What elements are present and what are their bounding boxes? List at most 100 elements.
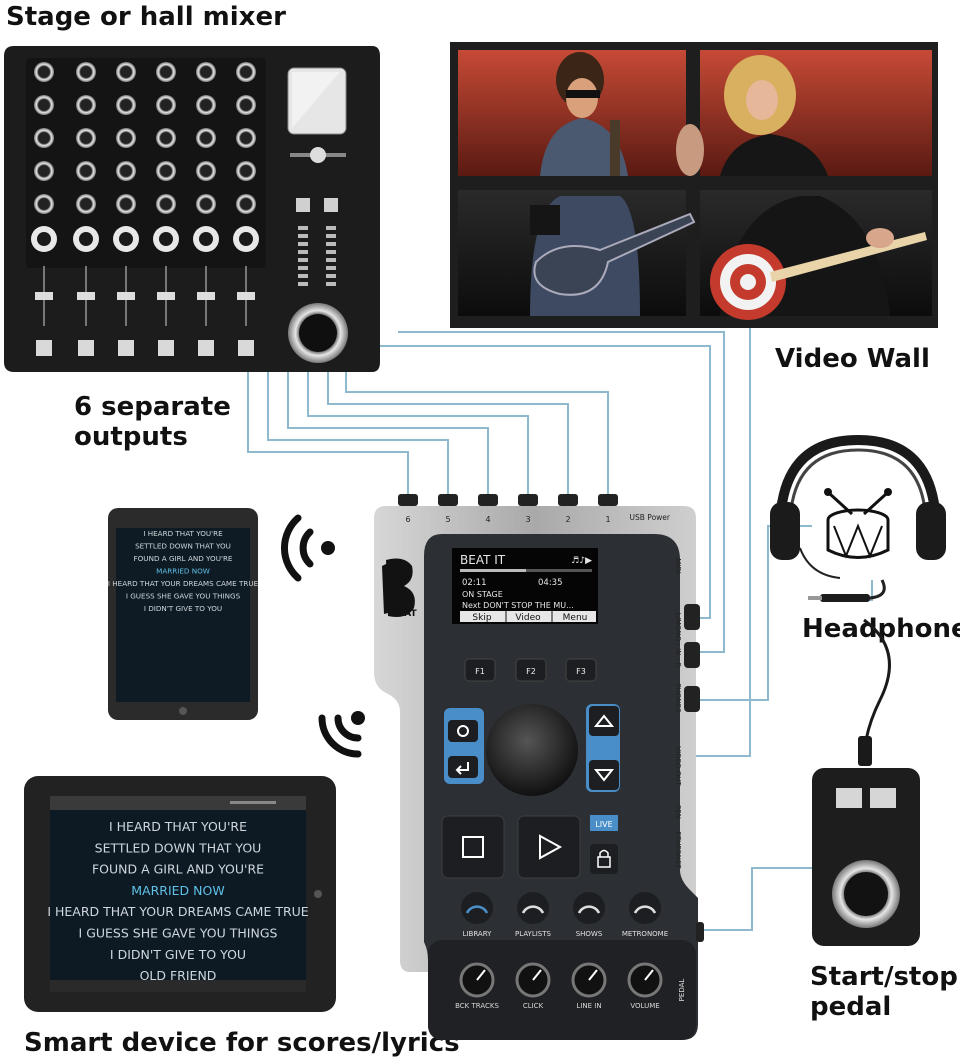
mixer-button [158, 340, 174, 356]
mixer-channel [233, 62, 259, 356]
video-screen-bottom-left [458, 190, 696, 316]
mixer-fader [35, 292, 53, 300]
function-button[interactable]: SHOWS [573, 892, 605, 938]
lyric-line: FOUND A GIRL AND YOU'RE [92, 862, 264, 877]
mixer-button [118, 340, 134, 356]
function-button-label: PLAYLISTS [515, 930, 551, 938]
mixer-channel [193, 62, 219, 356]
mixer-button [36, 340, 52, 356]
f-key-button[interactable]: F3 [565, 658, 597, 682]
output-jack [478, 494, 498, 506]
cable-output-6 [247, 372, 409, 496]
lyric-line: I GUESS SHE GAVE YOU THINGS [79, 926, 278, 941]
main-encoder[interactable] [486, 704, 578, 796]
output-number: 6 [405, 515, 410, 524]
total-time: 04:35 [538, 578, 563, 588]
smart-device-label: Smart device for scores/lyrics [24, 1028, 460, 1058]
cable-output-5 [267, 372, 449, 496]
video-screen-top-left [458, 50, 686, 176]
device-display: BEAT IT ♬♪▶ 02:11 04:35 ON STAGE Next DO… [452, 548, 598, 624]
side-port-label: MIDI [674, 558, 682, 574]
output-jack [598, 494, 618, 506]
mixer-channels [31, 62, 259, 356]
down-arrow-icon [593, 769, 615, 782]
lyric-line: SETTLED DOWN THAT YOU [95, 840, 262, 855]
softkey-label[interactable]: Skip [472, 613, 491, 623]
side-jacks [684, 604, 704, 942]
rotary-knob[interactable]: VOLUME [627, 962, 663, 1010]
rotary-knob[interactable]: BCK TRACKS [455, 962, 499, 1010]
lyric-line: OLD FRIEND [140, 968, 217, 983]
mixer [4, 46, 380, 372]
output-jack [438, 494, 458, 506]
side-port-label: PHONES [674, 683, 682, 713]
softkeys: Skip Video Menu [472, 611, 587, 623]
mixer-channel [153, 62, 179, 356]
video-screen-bottom-right [700, 190, 932, 320]
output-jack [398, 494, 418, 506]
pedal-port-label: PEDAL [678, 979, 686, 1002]
song-progress [460, 569, 526, 572]
mixer-label: Stage or hall mixer [6, 2, 286, 32]
lyric-line: I GUESS SHE GAVE YOU THINGS [126, 592, 241, 601]
lyric-line: MARRIED NOW [156, 567, 210, 576]
side-port-label: L/MONO - IN - R [674, 613, 682, 668]
lock-icon [597, 856, 611, 868]
side-port-label: PEN [674, 805, 682, 819]
f-key-button[interactable]: F1 [464, 658, 496, 682]
output-number: 1 [605, 515, 610, 524]
function-button[interactable]: PLAYLISTS [515, 892, 552, 938]
mixer-channel [113, 62, 139, 356]
back-button[interactable] [448, 756, 478, 778]
mixer-fader [117, 292, 135, 300]
live-label: LIVE [595, 820, 612, 829]
lyric-line: MARRIED NOW [131, 883, 224, 898]
lyric-line: I HEARD THAT YOUR DREAMS CAME TRUE [47, 904, 308, 919]
back-icon [455, 762, 469, 775]
output-jack [558, 494, 578, 506]
wifi-icon-upper [281, 514, 335, 582]
rotary-knob[interactable]: LINE IN [571, 962, 607, 1010]
f-key-button[interactable]: F2 [515, 658, 547, 682]
elapsed-time: 02:11 [462, 578, 487, 588]
function-button[interactable]: LIBRARY [461, 892, 493, 938]
lyric-line: I HEARD THAT YOU'RE [143, 529, 223, 538]
knob-label: CLICK [523, 1002, 544, 1010]
play-button[interactable] [517, 815, 581, 879]
up-arrow-icon [593, 714, 615, 727]
mixer-fader [197, 292, 215, 300]
brand-label: BEAT [391, 609, 417, 619]
side-port-label: VIDEO OUT [674, 746, 682, 786]
stop-button[interactable] [441, 815, 505, 879]
mixer-fader [157, 292, 175, 300]
lyric-line: I DIDN'T GIVE TO YOU [110, 947, 246, 962]
function-buttons: LIBRARY PLAYLISTS SHOWS METRONOME [461, 892, 668, 938]
up-button[interactable] [589, 706, 619, 736]
softkey-label[interactable]: Video [515, 613, 541, 623]
mixer-channel [31, 62, 57, 356]
rotary-knob[interactable]: CLICK [515, 962, 551, 1010]
function-button-label: LIBRARY [463, 930, 493, 938]
settings-button[interactable] [448, 720, 478, 742]
status-text: ON STAGE [462, 590, 503, 599]
softkey-label[interactable]: Menu [563, 613, 588, 623]
function-button[interactable]: METRONOME [622, 892, 668, 938]
knob-label: LINE IN [576, 1002, 601, 1010]
video-screen-top-right [676, 50, 932, 176]
mixer-fader [237, 292, 255, 300]
output-number: 4 [485, 515, 490, 524]
cable-output-1 [345, 372, 609, 496]
next-song: Next DON'T STOP THE MU... [462, 601, 574, 610]
play-icon [539, 834, 563, 860]
cable-video-out [696, 322, 751, 757]
svg-text:♬♪▶: ♬♪▶ [571, 556, 592, 566]
lock-button[interactable] [590, 844, 618, 874]
settings-icon [457, 725, 469, 737]
down-button[interactable] [589, 760, 619, 790]
mixer-channel [73, 62, 99, 356]
cable-video-wall-1 [380, 345, 711, 619]
